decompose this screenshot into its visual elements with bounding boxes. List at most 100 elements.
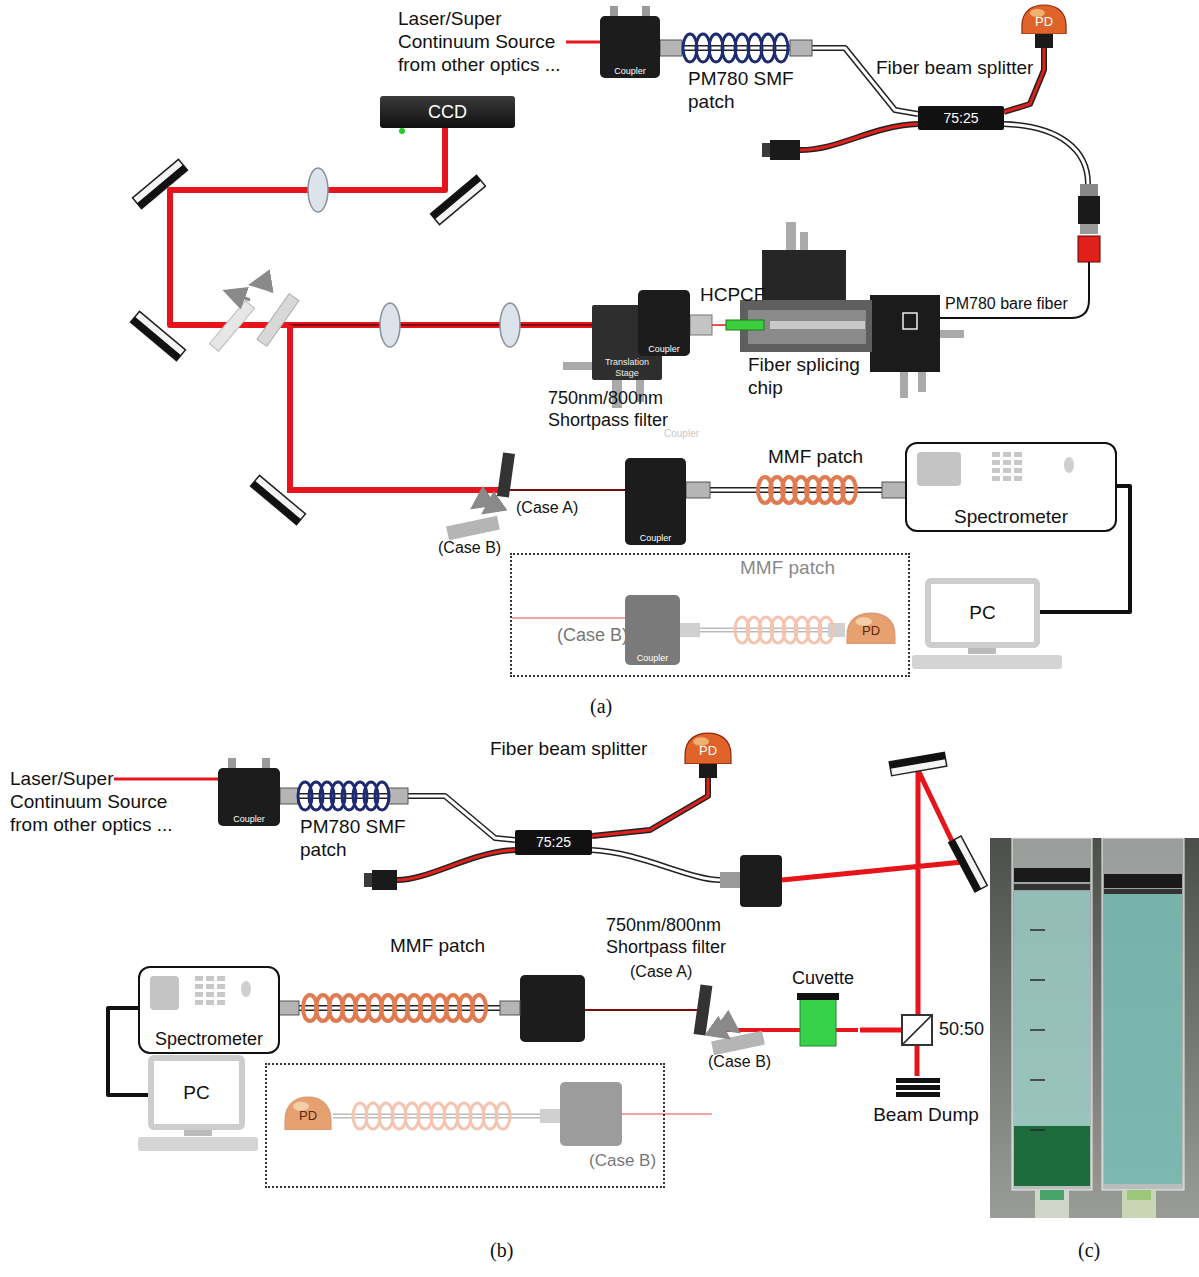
node-text: Translation Stage xyxy=(594,357,660,378)
flip-mirror xyxy=(209,301,254,352)
button-grid xyxy=(992,452,1000,457)
case-b-inset: (Case B)PD xyxy=(265,1063,665,1188)
mount-knob xyxy=(642,6,650,16)
mount-knob xyxy=(610,6,650,16)
button-grid xyxy=(217,984,225,989)
smf-fiber-coil xyxy=(683,34,788,62)
laser-beam xyxy=(566,41,600,44)
fiber-terminator xyxy=(762,140,800,160)
display-panel xyxy=(917,452,961,486)
ccd-camera: CCD xyxy=(380,96,515,128)
white-fiber xyxy=(275,1005,500,1011)
faint-watermark: Coupler xyxy=(664,428,699,440)
photodetector-stub xyxy=(699,764,717,778)
syringe-photo xyxy=(990,838,1199,1218)
laser-beam xyxy=(782,770,962,1014)
hollow-core-fiber xyxy=(690,315,712,335)
keyboard xyxy=(912,648,1062,669)
syringe-photo xyxy=(1127,1190,1151,1200)
stage-knob xyxy=(563,362,593,370)
fiber-label: MMF patch xyxy=(390,935,485,958)
flip-arrow xyxy=(228,292,250,300)
mount-knob xyxy=(228,758,236,768)
mirror xyxy=(133,159,188,208)
fiber-label: PM780 bare fiber xyxy=(945,294,1068,313)
syringe-photo xyxy=(1030,929,1045,931)
syringe-photo xyxy=(1030,1029,1045,1031)
photodetector-dome xyxy=(847,613,895,644)
syringe-photo xyxy=(1122,1190,1156,1218)
fiber-splicing-chip xyxy=(770,321,865,329)
panel-caption: (b) xyxy=(490,1238,513,1262)
node-text: 75:25 xyxy=(536,834,571,850)
flip-mirror xyxy=(209,301,254,352)
fiber-connector-stub xyxy=(275,1001,520,1015)
fiber-terminator xyxy=(364,873,372,887)
input-port xyxy=(241,981,251,997)
white-fiber xyxy=(1004,124,1088,184)
filter-arrow xyxy=(475,496,500,511)
photodetector: PD xyxy=(845,612,897,644)
mirror xyxy=(251,475,306,524)
white-fiber xyxy=(1004,124,1088,184)
red-fiber xyxy=(800,124,918,150)
button-grid xyxy=(1003,460,1011,465)
fiber-splicing-chip xyxy=(800,232,808,250)
fiber-coupler: Coupler xyxy=(600,16,660,78)
node-text: Coupler xyxy=(233,814,265,824)
edge-label: PM780 SMF patch xyxy=(300,816,412,862)
button-grid xyxy=(992,460,1000,465)
white-fiber xyxy=(1004,124,1088,184)
red-fiber xyxy=(397,850,515,880)
mirror xyxy=(431,175,486,224)
ccd-indicator xyxy=(399,128,405,134)
syringe-photo xyxy=(1102,838,1184,1190)
filter-label: 750nm/800nm Shortpass filter xyxy=(548,388,688,431)
laser-beam xyxy=(114,779,218,780)
white-fiber xyxy=(275,1008,500,1009)
mmf-fiber-coil xyxy=(303,995,486,1021)
node-text: Spectrometer xyxy=(954,506,1068,528)
node-text: PD xyxy=(299,1109,317,1124)
button-grid xyxy=(992,468,1000,473)
mirror xyxy=(949,836,988,892)
panel-caption: (a) xyxy=(590,694,612,718)
red-fiber xyxy=(800,124,918,150)
mmf-fiber-coil xyxy=(842,477,856,503)
faded-beam xyxy=(622,1114,712,1115)
faded-fiber-coil xyxy=(496,1103,510,1129)
fiber-coupler: Coupler xyxy=(625,595,680,665)
fiber-splicing-chip xyxy=(786,222,796,250)
node-text: CCD xyxy=(428,102,467,123)
display-panel xyxy=(150,976,179,1010)
white-fiber xyxy=(592,850,720,880)
fiber-terminator xyxy=(372,870,397,890)
node-text: 75:25 xyxy=(943,110,978,126)
fiber-connector xyxy=(1078,184,1100,262)
fiber-coupler xyxy=(720,855,782,907)
fiber-connector-stub xyxy=(828,623,845,637)
fiber-connector-stub xyxy=(388,788,408,804)
edge-label: PM780 SMF patch xyxy=(688,68,800,114)
node-text: Beam Dump xyxy=(873,1104,979,1126)
beam-splitter-diagonal xyxy=(903,1016,931,1044)
node-text: Cuvette xyxy=(792,968,854,989)
button-grid xyxy=(217,992,225,997)
mount-knob xyxy=(610,6,618,16)
red-fiber-connector xyxy=(592,764,708,836)
red-fiber-connector xyxy=(592,764,708,836)
filter-arrow xyxy=(722,1020,736,1030)
syringe-photo xyxy=(1014,868,1090,882)
lens xyxy=(308,168,520,347)
mmf-fiber-coil xyxy=(472,995,486,1021)
node-text: Spectrometer xyxy=(155,1029,263,1050)
fiber-splicing-chip xyxy=(762,250,846,300)
fiber-connector-stub xyxy=(280,788,298,804)
input-port xyxy=(1064,457,1074,473)
mirror xyxy=(949,839,981,892)
syringe-photo xyxy=(1014,884,1090,890)
photodetector-stub xyxy=(1035,34,1053,48)
red-fiber xyxy=(800,124,918,150)
filter-removed xyxy=(446,516,500,541)
